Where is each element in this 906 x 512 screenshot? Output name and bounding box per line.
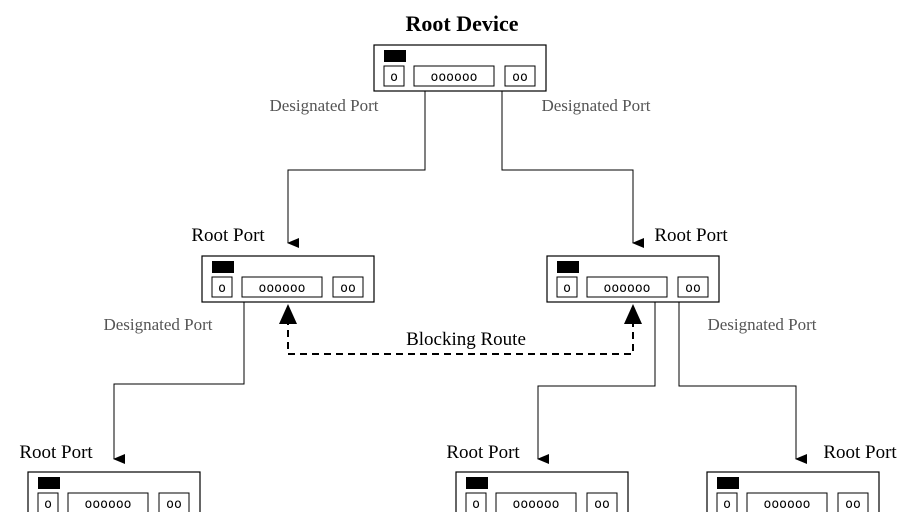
svg-text:oooooo: oooooo — [604, 281, 651, 296]
blocking-arrowhead-left — [279, 304, 297, 324]
svg-text:oooooo: oooooo — [513, 497, 560, 512]
svg-text:oo: oo — [685, 281, 701, 296]
svg-text:oooooo: oooooo — [764, 497, 811, 512]
link-root-to-mid-left — [287, 91, 426, 248]
svg-text:o: o — [723, 497, 731, 512]
svg-text:o: o — [218, 281, 226, 296]
switch-mid-right: o oooooo oo — [546, 255, 720, 303]
svg-text:oo: oo — [845, 497, 861, 512]
blocking-route-line — [287, 318, 634, 355]
link-mid-right-to-bottom-middle — [537, 302, 656, 464]
blocking-route-label: Blocking Route — [406, 329, 526, 350]
root-port-label-bottom-right: Root Port — [823, 442, 897, 463]
svg-text:o: o — [390, 70, 398, 85]
switch-bottom-middle: o oooooo oo — [455, 471, 629, 512]
designated-port-label-root-right: Designated Port — [541, 96, 650, 115]
svg-text:o: o — [563, 281, 571, 296]
svg-text:oooooo: oooooo — [85, 497, 132, 512]
root-port-label-bottom-middle: Root Port — [446, 442, 520, 463]
switch-bottom-right: o oooooo oo — [706, 471, 880, 512]
link-mid-left-to-bottom-left — [113, 302, 245, 464]
designated-port-label-mid-left: Designated Port — [103, 315, 212, 334]
root-port-label-mid-left: Root Port — [191, 225, 265, 246]
svg-text:o: o — [44, 497, 52, 512]
link-root-to-mid-right — [501, 91, 644, 248]
svg-text:oooooo: oooooo — [259, 281, 306, 296]
svg-text:oooooo: oooooo — [431, 70, 478, 85]
switch-bottom-left: o oooooo oo — [27, 471, 201, 512]
svg-text:oo: oo — [594, 497, 610, 512]
root-port-label-mid-right: Root Port — [654, 225, 728, 246]
svg-text:oo: oo — [512, 70, 528, 85]
switch-mid-left: o oooooo oo — [201, 255, 375, 303]
root-port-label-bottom-left: Root Port — [19, 442, 93, 463]
root-device: o oooooo oo — [373, 44, 547, 92]
svg-text:oo: oo — [166, 497, 182, 512]
link-mid-right-to-bottom-right — [678, 302, 807, 464]
designated-port-label-mid-right: Designated Port — [707, 315, 816, 334]
svg-text:oo: oo — [340, 281, 356, 296]
svg-text:o: o — [472, 497, 480, 512]
designated-port-label-root-left: Designated Port — [269, 96, 378, 115]
root-device-title: Root Device — [405, 11, 518, 36]
blocking-arrowhead-right — [624, 304, 642, 324]
